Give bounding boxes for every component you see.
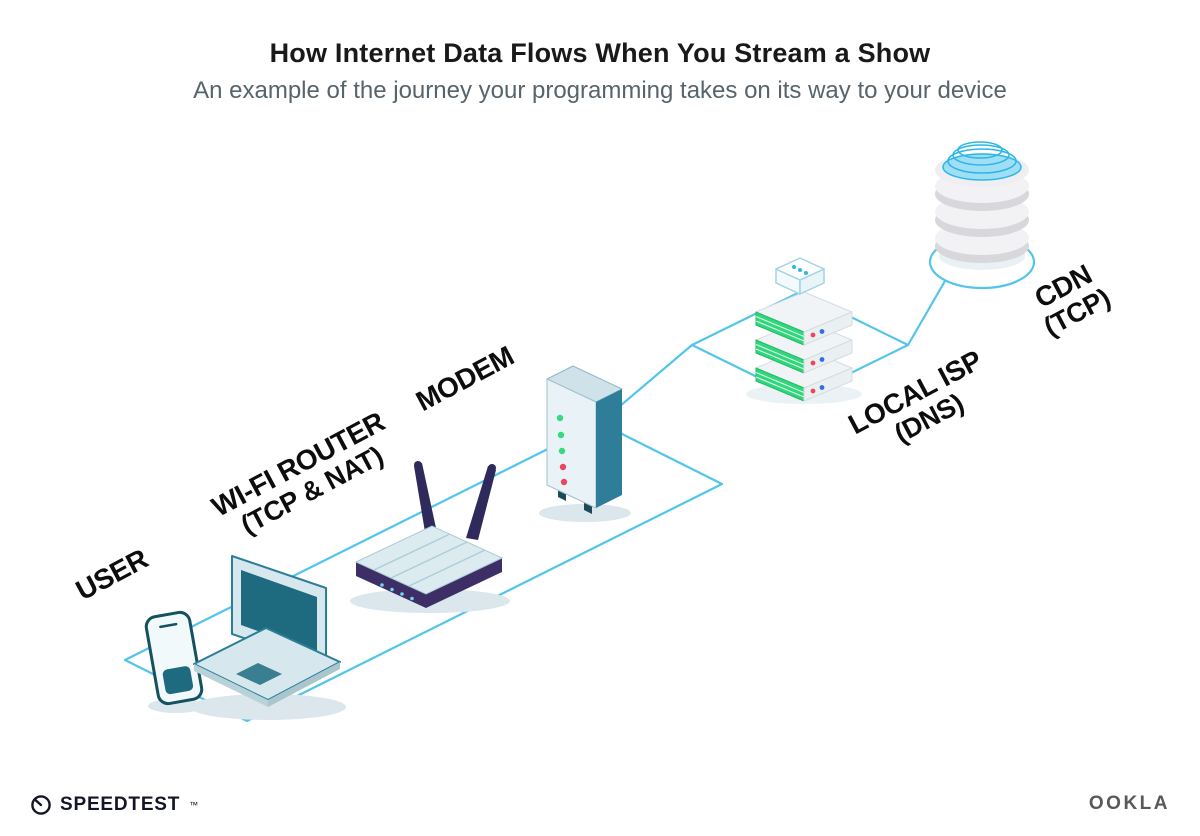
speedtest-logo: SPEEDTEST ™ — [30, 794, 199, 816]
router-leds — [380, 583, 414, 601]
speedtest-gauge-icon — [31, 795, 51, 815]
infographic-title: How Internet Data Flows When You Stream … — [269, 38, 931, 68]
isp-server-illustration — [755, 257, 853, 402]
modem-leds — [556, 414, 568, 486]
infographic-subtitle: An example of the journey your programmi… — [193, 77, 1007, 104]
modem-illustration — [546, 365, 623, 514]
isp-to-cdn-line — [906, 279, 947, 347]
ookla-logo: OOKLA — [1088, 793, 1170, 814]
trademark-symbol: ™ — [189, 800, 199, 810]
laptop-illustration — [193, 555, 341, 707]
speedtest-wordmark: SPEEDTEST — [60, 794, 181, 815]
cdn-database-illustration — [935, 141, 1029, 270]
isp-top-unit — [775, 257, 825, 295]
smartphone-illustration — [144, 610, 204, 706]
wifi-router-illustration — [354, 461, 504, 608]
